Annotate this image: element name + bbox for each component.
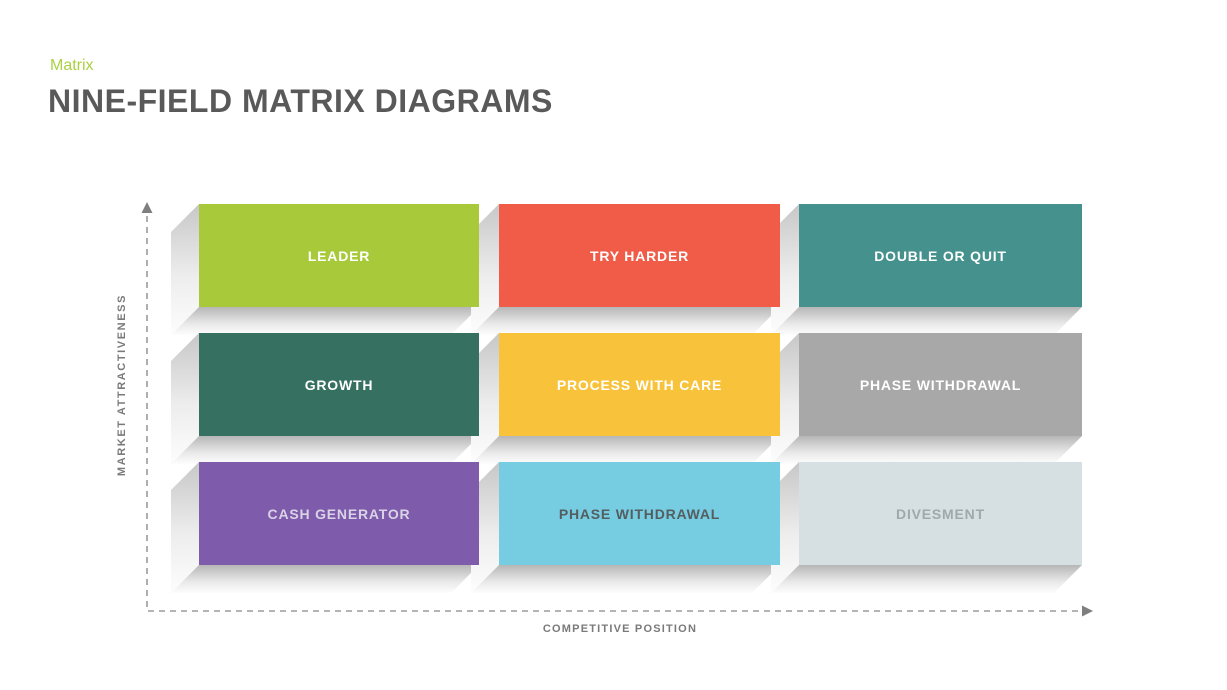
- cell-label: DIVESMENT: [896, 505, 985, 522]
- cell-label: PROCESS WITH CARE: [556, 376, 723, 393]
- cell-phase-withdrawal-blue: PHASE WITHDRAWAL: [499, 462, 780, 565]
- cell-phase-withdrawal-gray: PHASE WITHDRAWAL: [799, 333, 1082, 436]
- cell-process-with-care: PROCESS WITH CARE: [499, 333, 780, 436]
- axis-lines: [146, 216, 1080, 612]
- x-axis-label: COMPETITIVE POSITION: [542, 623, 698, 635]
- y-axis-label: MARKET ATTRACTIVENESS: [116, 293, 128, 477]
- cell-label: GROWTH: [304, 376, 374, 393]
- cell-try-harder: TRY HARDER: [499, 204, 780, 307]
- cell-label: TRY HARDER: [589, 247, 689, 264]
- y-axis-arrow-icon: [141, 202, 153, 213]
- cell-double-or-quit: DOUBLE OR QUIT: [799, 204, 1082, 307]
- cell-divesment: DIVESMENT: [799, 462, 1082, 565]
- cell-label: LEADER: [307, 247, 371, 264]
- cell-leader: LEADER: [199, 204, 479, 307]
- cell-label: PHASE WITHDRAWAL: [558, 505, 721, 522]
- cell-cash-generator: CASH GENERATOR: [199, 462, 479, 565]
- cell-growth: GROWTH: [199, 333, 479, 436]
- slide-eyebrow: Matrix: [50, 57, 94, 74]
- cell-label: DOUBLE OR QUIT: [874, 247, 1007, 264]
- page-title: NINE-FIELD MATRIX DIAGRAMS: [48, 83, 553, 119]
- cell-label: CASH GENERATOR: [267, 505, 411, 522]
- cell-label: PHASE WITHDRAWAL: [859, 376, 1022, 393]
- x-axis-arrow-icon: [1082, 605, 1093, 617]
